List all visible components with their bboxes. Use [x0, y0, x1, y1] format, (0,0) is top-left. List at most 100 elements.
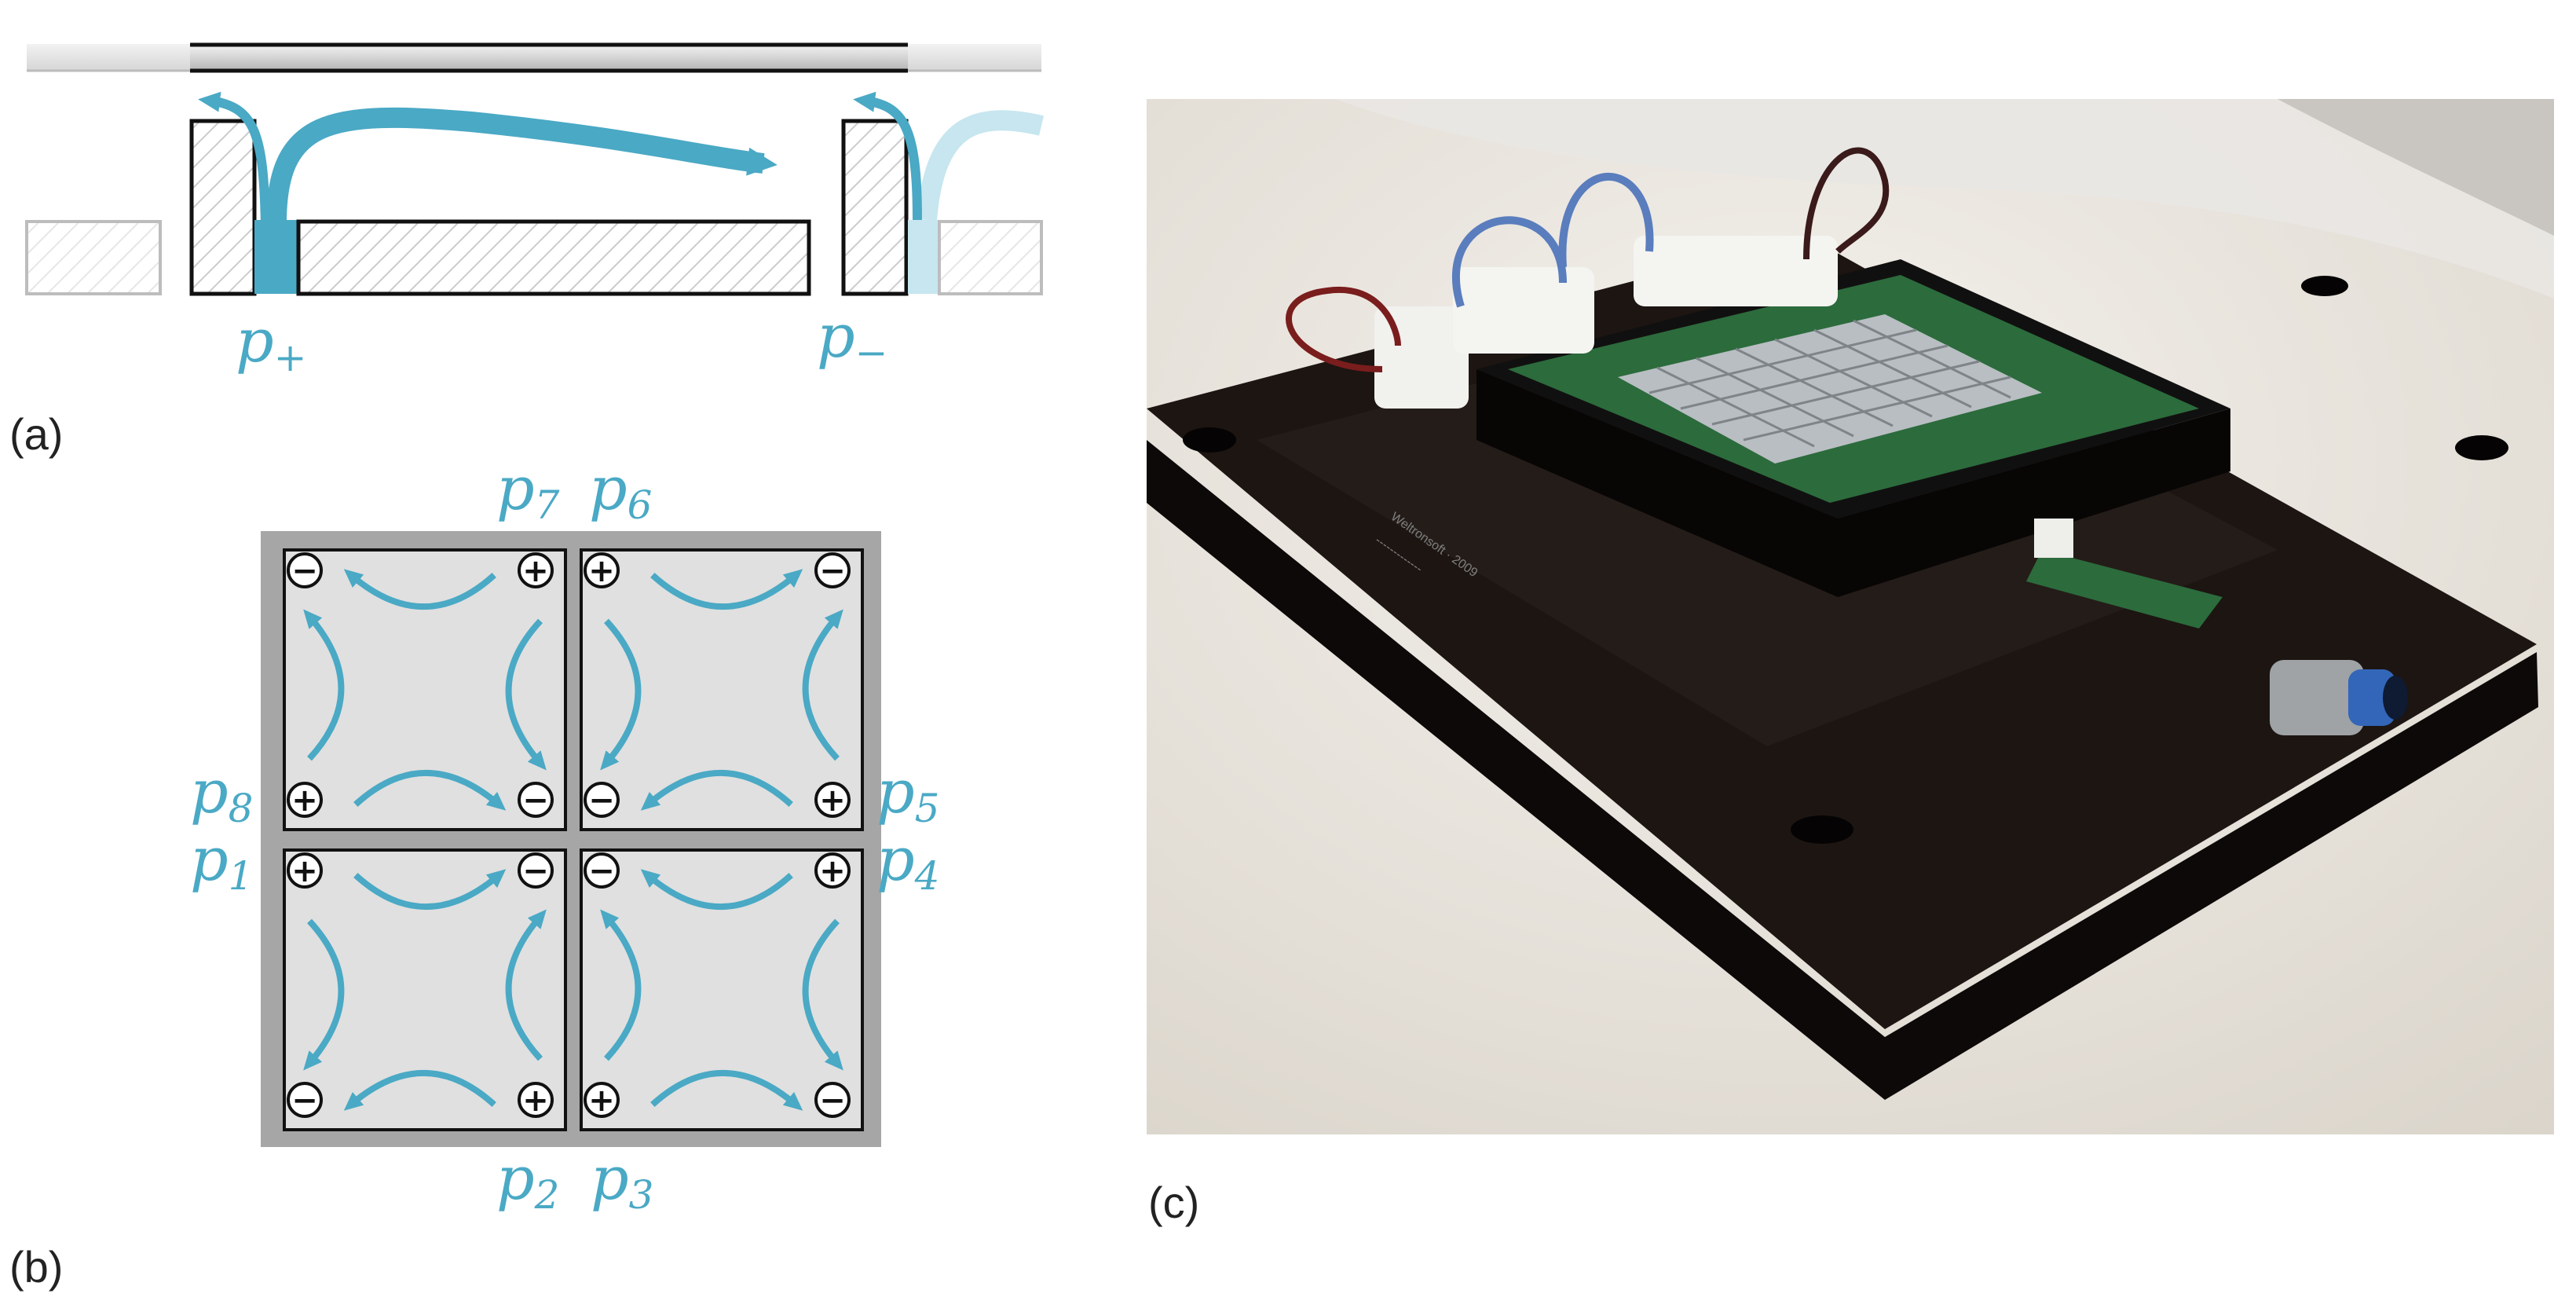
- port-label-p2: p2: [496, 1143, 559, 1218]
- plus-sign-icon: [287, 852, 323, 889]
- port-label-p3: p3: [591, 1143, 653, 1218]
- sign-label: +: [522, 1083, 549, 1119]
- sign-label: +: [291, 853, 318, 889]
- minus-sign-icon: [584, 782, 620, 818]
- sign-label: +: [819, 853, 846, 889]
- block-far-left: [25, 220, 162, 295]
- flow-arc: [650, 1070, 803, 1111]
- flow-arc: [353, 869, 507, 910]
- minus-sign-icon: [287, 1082, 323, 1118]
- flow-inlet-channel: [254, 220, 298, 294]
- cell-bottom-left: +−−+: [283, 848, 567, 1131]
- plus-sign-icon: [814, 782, 851, 818]
- flow-arc: [640, 770, 793, 811]
- tube-blue-1: [1451, 216, 1567, 308]
- wires-red-black-1: [1286, 286, 1401, 372]
- block-center: [296, 219, 811, 296]
- sign-label: −: [522, 853, 549, 889]
- sign-label: +: [819, 782, 846, 819]
- flow-arc: [802, 918, 843, 1071]
- port-label-p6: p6: [589, 453, 652, 528]
- flow-arc: [343, 569, 496, 610]
- cell-top-right: + − − +: [580, 548, 864, 831]
- flow-arrow-main: [265, 107, 778, 229]
- flow-arc: [303, 918, 345, 1071]
- plus-sign-icon: [814, 852, 851, 889]
- valve-block-2: [1453, 267, 1594, 354]
- mount-hole-4: [2301, 276, 2348, 296]
- cell-top-left: −++−: [283, 548, 567, 831]
- flow-arrow-right-light: [917, 110, 1044, 222]
- flow-arc: [353, 770, 507, 811]
- cells-layer: −++−+−−++−−+−++−: [283, 548, 864, 1131]
- sign-label: −: [588, 853, 615, 889]
- port-label-p7: p7: [496, 453, 560, 528]
- minus-sign-icon: [518, 852, 554, 889]
- panel-c-photo: Weltronsoft · 2009 -------------: [1147, 99, 2554, 1134]
- cell-surface: [580, 848, 864, 1131]
- sign-label: +: [291, 782, 318, 819]
- minus-sign-icon: [814, 552, 851, 588]
- panel-a-label: (a): [9, 409, 63, 459]
- cell-surface: [580, 548, 864, 831]
- sign-label: +: [588, 553, 615, 589]
- cell-surface: [283, 848, 567, 1131]
- panel-b-label: (b): [9, 1242, 63, 1292]
- sensor-housing-side: [1476, 369, 2230, 597]
- flow-arrow-right-return: [853, 91, 922, 221]
- side-board-connector: [2034, 519, 2073, 558]
- wall-left: [189, 119, 257, 296]
- panel-b-cell-grid: −++−+−−++−−+−++− p7 p6 p8 p5 p1 p4 p2 p3: [190, 453, 939, 1218]
- flow-arc: [303, 609, 345, 761]
- mount-hole-3: [1791, 815, 1853, 844]
- valve-block-3: [1634, 236, 1838, 306]
- port-label-p5: p5: [876, 757, 939, 831]
- pneumatic-fitting-bore: [2383, 676, 2408, 720]
- mount-hole-1: [1183, 427, 1236, 453]
- pressure-plus-label: p+: [236, 306, 307, 380]
- plus-sign-icon: [518, 1082, 554, 1118]
- minus-sign-icon: [287, 552, 323, 588]
- pressure-minus-label: p−: [817, 301, 888, 376]
- flow-arc: [600, 909, 642, 1061]
- cell-bottom-right: −++−: [580, 848, 864, 1131]
- flow-arc: [640, 869, 793, 910]
- sign-label: −: [588, 782, 615, 819]
- wires-red-black-2: [1803, 147, 1890, 260]
- tube-blue-2: [1558, 172, 1654, 268]
- sign-label: −: [819, 553, 846, 589]
- plus-sign-icon: [584, 552, 620, 588]
- pneumatic-fitting-ring: [2348, 669, 2395, 726]
- minus-sign-icon: [814, 1082, 851, 1118]
- plus-sign-icon: [584, 1082, 620, 1118]
- minus-sign-icon: [518, 782, 554, 818]
- flow-arrow-left-return: [198, 91, 270, 229]
- flow-arc: [343, 1070, 496, 1111]
- plus-sign-icon: [287, 782, 323, 818]
- port-label-p1: p1: [190, 824, 253, 899]
- cell-surface: [283, 548, 567, 831]
- panel-c-label: (c): [1148, 1178, 1199, 1227]
- plus-sign-icon: [518, 552, 554, 588]
- flow-arc: [600, 618, 642, 771]
- wall-right: [841, 119, 909, 296]
- port-label-p4: p4: [876, 824, 939, 899]
- plastic-wrap: [1335, 99, 2554, 299]
- block-far-right: [938, 220, 1043, 295]
- top-rail-dark-section: [190, 44, 908, 71]
- port-label-p8: p8: [190, 757, 253, 831]
- sign-label: −: [291, 553, 318, 589]
- flow-arc: [505, 909, 547, 1061]
- minus-sign-icon: [584, 852, 620, 889]
- sensor-array-grid: [1648, 319, 2011, 448]
- sign-label: −: [819, 1083, 846, 1119]
- plastic-wrap-shade: [2278, 99, 2554, 236]
- flow-arc: [505, 618, 547, 771]
- panel-a-cross-section: p+ p−: [25, 42, 1044, 380]
- sign-label: +: [522, 553, 549, 589]
- flow-outlet-channel-light: [908, 220, 939, 294]
- sensor-array: [1618, 314, 2042, 464]
- mount-hole-2: [2455, 435, 2508, 460]
- side-board: [2026, 550, 2223, 629]
- pneumatic-fitting-body: [2270, 660, 2364, 735]
